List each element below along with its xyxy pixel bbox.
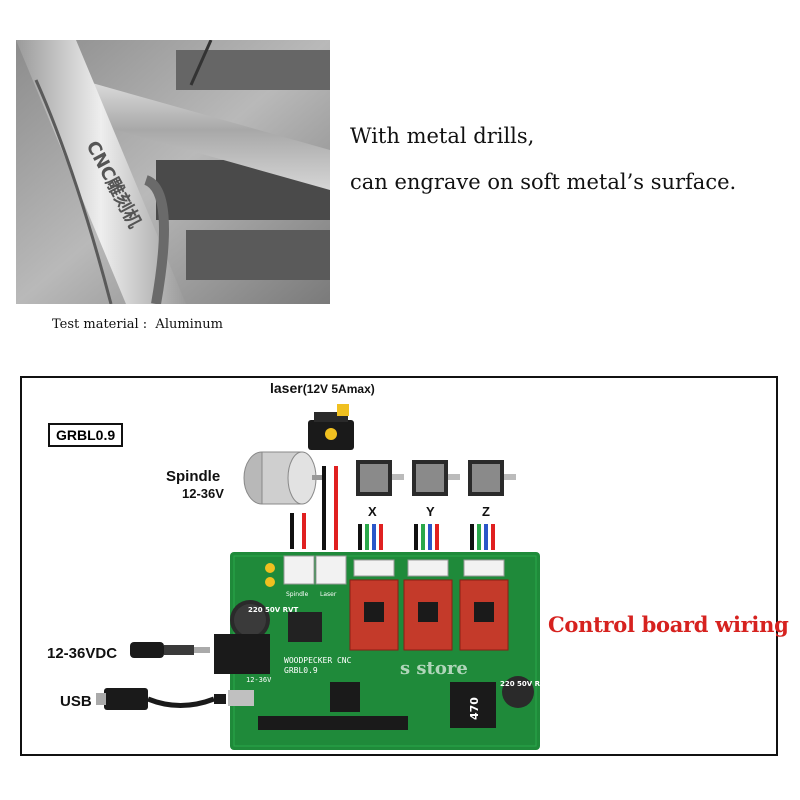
aluminum-engraving-photo: CNC雕刻机 — [16, 40, 330, 304]
spindle-port-label: Spindle — [286, 591, 309, 598]
usb-label: USB — [60, 693, 92, 710]
spindle-voltage-label: 12-36V — [182, 486, 224, 501]
axis-label-z: Z — [482, 504, 490, 519]
store-watermark: s store — [400, 658, 468, 679]
board-voltage-text: 12-36V — [246, 676, 272, 684]
stepper-motor-y-icon — [412, 460, 460, 496]
stepper-wires — [358, 524, 495, 550]
caption-line-1: With metal drills, — [350, 124, 535, 148]
spindle-motor-icon — [243, 451, 324, 505]
test-material-label: Test material : Aluminum — [52, 317, 223, 332]
laser-module-icon — [308, 404, 354, 450]
spindle-label: Spindle — [166, 468, 221, 485]
stepper-motor-z-icon — [468, 460, 516, 496]
laser-label: laser(12V 5Amax) — [270, 380, 375, 396]
grbl-version-badge: GRBL0.9 — [48, 423, 124, 447]
control-board: 220 50V RVT 220 50V RVT 470 WOODPECKER C… — [214, 552, 550, 750]
board-brand-text: WOODPECKER CNC — [284, 656, 352, 665]
board-version-text: GRBL0.9 — [284, 666, 318, 675]
laser-spec: (12V 5Amax) — [302, 382, 375, 396]
usb-cable-icon — [96, 688, 226, 710]
capacitor-left-label: 220 50V RVT — [248, 606, 298, 614]
laser-wires — [322, 466, 338, 550]
dc-power-plug-icon — [130, 642, 210, 658]
laser-port-label: Laser — [320, 591, 337, 598]
spindle-wires — [290, 513, 306, 549]
inductor-label: 470 — [468, 697, 481, 720]
caption-line-2: can engrave on soft metal’s surface. — [350, 170, 737, 194]
capacitor-right-label: 220 50V RVT — [500, 680, 550, 688]
power-input-label: 12-36VDC — [47, 645, 118, 662]
laser-name: laser — [270, 380, 303, 396]
wiring-diagram-frame — [20, 376, 778, 756]
axis-label-y: Y — [426, 504, 435, 519]
axis-label-x: X — [368, 504, 377, 519]
control-board-title: Control board wiring — [548, 612, 789, 637]
stepper-motor-x-icon — [356, 460, 404, 496]
